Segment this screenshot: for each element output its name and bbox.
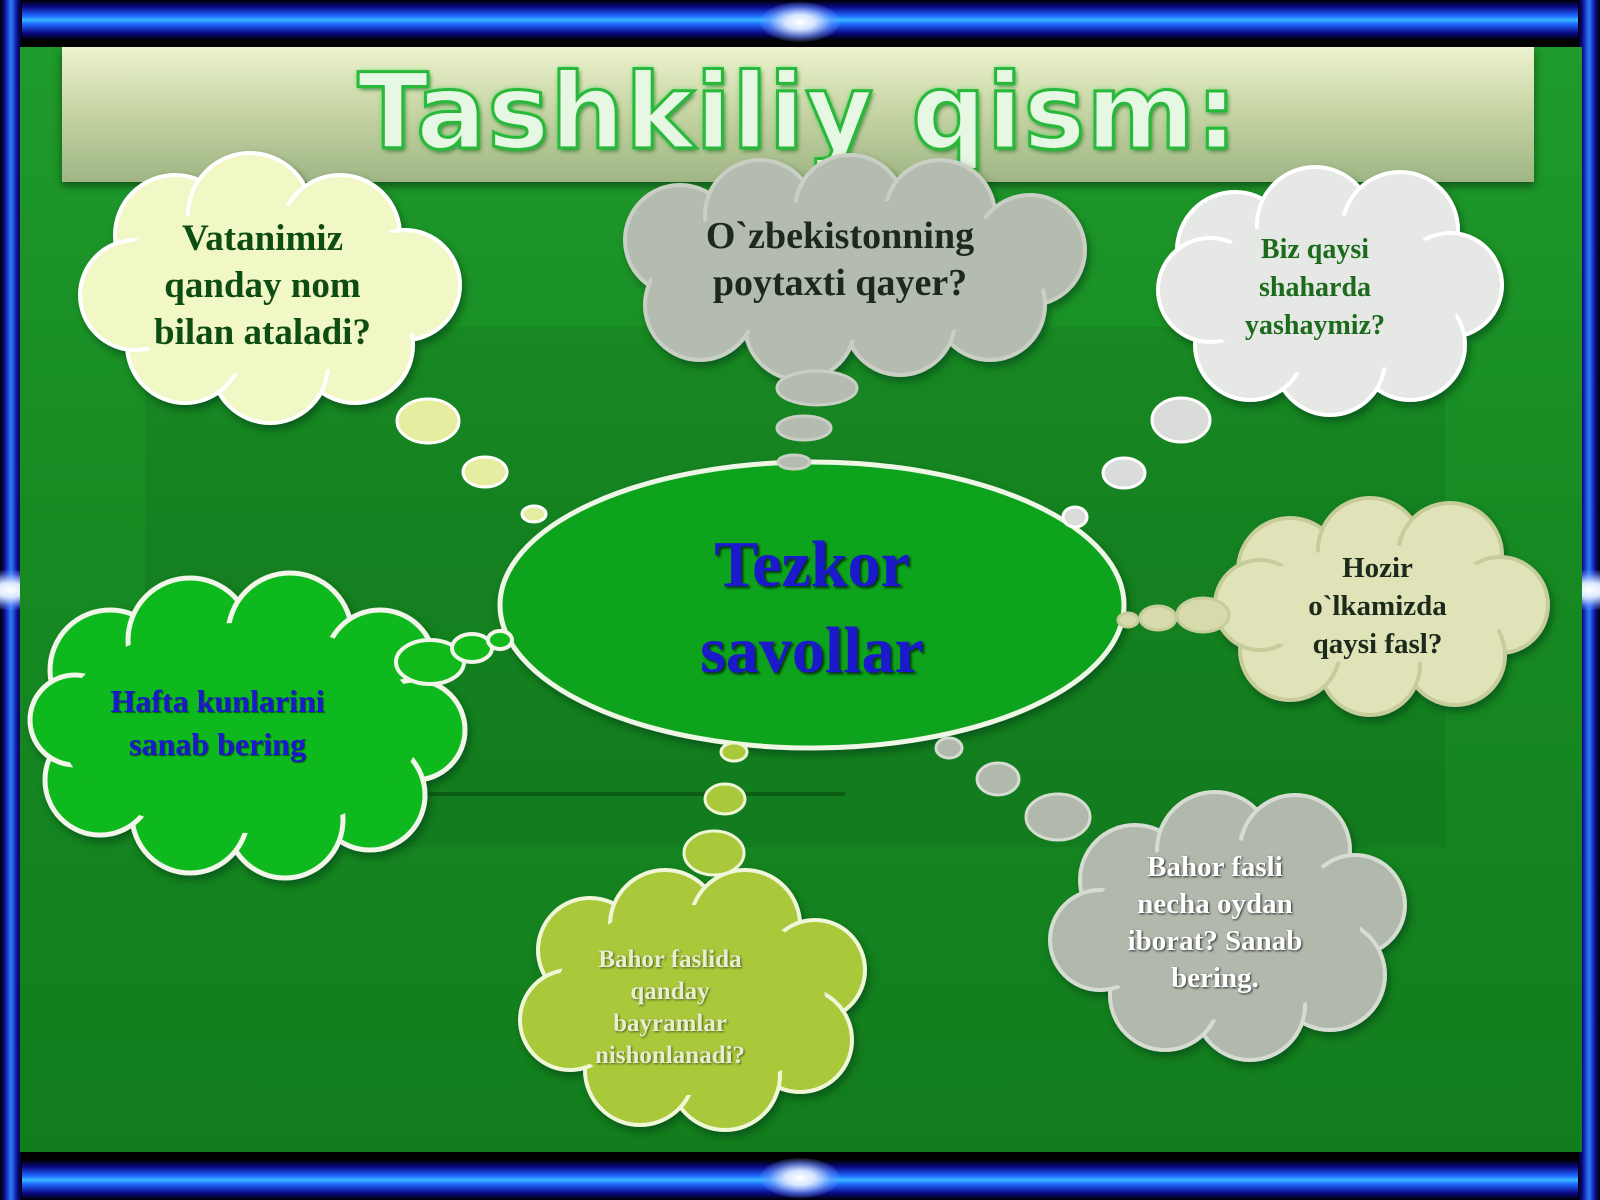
bubble-trail-bottom-right <box>934 736 1092 842</box>
frame-glow-top <box>760 2 840 42</box>
cloud-left <box>27 570 468 881</box>
bubble-trail-right <box>1116 596 1231 634</box>
bubble-trail-top-right <box>1061 396 1212 529</box>
cloud-top-left <box>78 151 462 425</box>
slide-title: Tashkiliy qism: <box>356 50 1239 175</box>
question-weekdays: Hafta kunlarini sanab bering <box>110 683 325 762</box>
center-label-line1: Tezkor <box>714 527 910 601</box>
question-spring-months: Bahor fasli necha oydan iborat? Sanab be… <box>1127 851 1303 994</box>
center-ellipse <box>497 459 1127 751</box>
bubble-trail-top-left <box>395 397 548 524</box>
question-season: Hozir o`lkamizda qaysi fasl? <box>1308 551 1447 660</box>
bubble-trail-top-center <box>775 369 859 471</box>
question-city: Biz qaysi shaharda yashaymiz? <box>1245 234 1385 341</box>
bubble-trail-left <box>394 629 514 686</box>
cloud-top-center <box>623 153 1087 382</box>
cloud-bottom-center <box>518 868 867 1132</box>
bubble-trail-bottom-center <box>682 741 749 877</box>
question-capital: O`zbekistonning poytaxti qayer? <box>705 215 975 304</box>
center-label: Tezkor savollar <box>612 520 1012 695</box>
center-label-line2: savollar <box>700 613 924 687</box>
question-spring-holidays: Bahor faslida qanday bayramlar nishonlan… <box>594 945 746 1069</box>
title-bar: Tashkiliy qism: <box>62 47 1534 182</box>
cloud-top-right <box>1156 165 1504 417</box>
cloud-bottom-right <box>1048 790 1407 1062</box>
background-line <box>145 792 845 796</box>
cloud-right <box>1213 496 1550 717</box>
question-nation-name: Vatanimiz qanday nom bilan ataladi? <box>154 217 371 353</box>
frame-glow-bottom <box>760 1158 840 1198</box>
